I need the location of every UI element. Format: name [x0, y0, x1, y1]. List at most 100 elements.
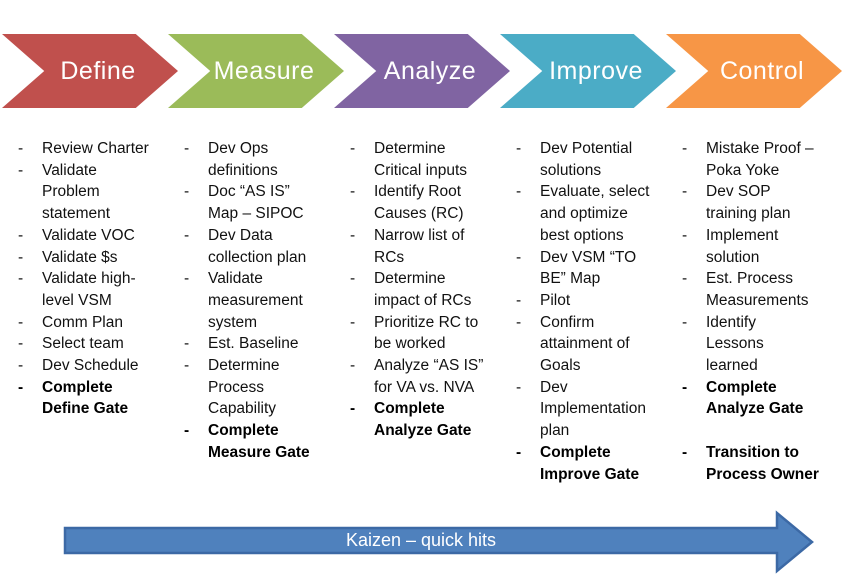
dash-bullet: - [350, 226, 356, 244]
task-text: Determine Process Capability [208, 357, 280, 418]
task-text: Est. Process Measurements [706, 270, 809, 309]
task-text: Complete Define Gate [42, 378, 129, 418]
dash-bullet: - [516, 313, 522, 331]
task-item: -Narrow list of RCs [350, 225, 514, 268]
task-item: -Analyze “AS IS” for VA vs. NVA [350, 355, 514, 398]
task-item: -Implement solution [682, 225, 846, 268]
phase-arrow-measure: Measure [168, 34, 344, 108]
task-item: -Validate $s [18, 247, 182, 269]
task-item: -Dev Implementation plan [516, 377, 680, 442]
dash-bullet: - [682, 140, 688, 157]
dash-bullet: - [682, 378, 688, 396]
task-text: Determine Critical inputs [374, 140, 468, 179]
task-text: Validate measurement system [208, 270, 303, 331]
dash-bullet: - [18, 313, 24, 331]
dash-bullet: - [18, 357, 24, 375]
phase-arrow-control: Control [666, 34, 842, 108]
phase-label-improve: Improve [549, 56, 643, 85]
task-text: Identify Lessons learned [706, 313, 764, 375]
dash-bullet: - [184, 335, 190, 353]
task-item: -Comm Plan [18, 312, 182, 334]
kaizen-arrow-shape [63, 510, 814, 574]
phase-label-analyze: Analyze [383, 56, 477, 85]
task-text: Dev VSM “TO BE” Map [540, 248, 637, 288]
task-text: Complete Analyze Gate [374, 400, 472, 440]
task-spacer [682, 420, 846, 442]
task-item: -Validate measurement system [184, 268, 348, 333]
task-item: -Validate high- level VSM [18, 268, 182, 311]
task-text: Dev Data collection plan [208, 226, 307, 266]
task-item: - Dev Ops definitions [184, 138, 348, 181]
dash-bullet: - [184, 226, 190, 244]
task-item: -Complete Measure Gate [184, 420, 348, 463]
dash-bullet: - [516, 248, 522, 266]
task-item: -Validate Problem statement [18, 160, 182, 225]
task-item: -Identify Root Causes (RC) [350, 181, 514, 224]
phase-arrow-analyze: Analyze [334, 34, 510, 108]
task-text: Confirm attainment of Goals [540, 313, 630, 375]
dash-bullet: - [350, 313, 356, 331]
phase-column-improve: -Dev Potential solutions-Evaluate, selec… [516, 138, 680, 485]
kaizen-arrow [63, 510, 814, 574]
dash-bullet: - [682, 443, 688, 461]
task-text: Validate VOC [42, 226, 135, 244]
dash-bullet: - [516, 378, 522, 396]
task-text: Determine impact of RCs [374, 270, 472, 309]
task-text: Complete Analyze Gate [706, 378, 804, 418]
dash-bullet: - [184, 422, 190, 440]
task-text: Validate Problem statement [42, 161, 111, 223]
task-item: -Determine impact of RCs [350, 268, 514, 311]
task-item: -Pilot [516, 290, 680, 312]
task-item: -Determine Process Capability [184, 355, 348, 420]
dash-bullet: - [516, 291, 522, 309]
task-text: Evaluate, select and optimize best optio… [540, 183, 650, 244]
phase-column-define: -Review Charter-Validate Problem stateme… [18, 138, 182, 420]
task-text: Dev SOP training plan [706, 183, 791, 223]
dash-bullet: - [18, 248, 24, 266]
dash-bullet: - [18, 270, 24, 288]
task-item: -Evaluate, select and optimize best opti… [516, 181, 680, 246]
dash-bullet: - [516, 443, 522, 461]
task-text: Identify Root Causes (RC) [374, 183, 464, 223]
task-item: -Select team [18, 333, 182, 355]
task-text: Dev Potential solutions [540, 140, 633, 179]
task-item: -Determine Critical inputs [350, 138, 514, 181]
task-item: -Complete Define Gate [18, 377, 182, 420]
task-item: -Complete Analyze Gate [350, 398, 514, 441]
task-item: -Doc “AS IS” Map – SIPOC [184, 181, 348, 224]
task-item: -Est. Process Measurements [682, 268, 846, 311]
task-item: -Validate VOC [18, 225, 182, 247]
dash-bullet: - [682, 226, 688, 244]
phase-column-analyze: -Determine Critical inputs-Identify Root… [350, 138, 514, 442]
dash-bullet: - [18, 378, 24, 396]
task-item: -Complete Analyze Gate [682, 377, 846, 420]
dash-bullet: - [184, 357, 190, 375]
task-text: Dev Schedule [42, 357, 139, 375]
task-text: Prioritize RC to be worked [374, 313, 479, 353]
task-item: -Dev Schedule [18, 355, 182, 377]
task-text: Review Charter [42, 140, 149, 157]
dash-bullet: - [350, 357, 356, 375]
task-item: -Identify Lessons learned [682, 312, 846, 377]
phase-arrow-improve: Improve [500, 34, 676, 108]
dash-bullet: - [350, 183, 356, 201]
task-text: Doc “AS IS” Map – SIPOC [208, 183, 304, 223]
task-text: Est. Baseline [208, 335, 299, 353]
task-text: Comm Plan [42, 313, 123, 331]
dash-bullet: - [350, 400, 356, 418]
task-item: -Dev Data collection plan [184, 225, 348, 268]
dash-bullet: - [516, 183, 522, 201]
task-text: Complete Measure Gate [208, 422, 310, 461]
task-text: Validate high- level VSM [42, 270, 136, 309]
dash-bullet: - [184, 183, 190, 201]
task-item: -Dev VSM “TO BE” Map [516, 247, 680, 290]
task-text: Dev Implementation plan [540, 378, 646, 440]
task-text: Pilot [540, 291, 571, 309]
dash-bullet: - [18, 161, 24, 179]
task-text: Implement solution [706, 226, 779, 266]
dash-bullet: - [184, 140, 190, 157]
task-item: -Complete Improve Gate [516, 442, 680, 485]
task-item: -Est. Baseline [184, 333, 348, 355]
task-text: Dev Ops definitions [208, 140, 278, 179]
